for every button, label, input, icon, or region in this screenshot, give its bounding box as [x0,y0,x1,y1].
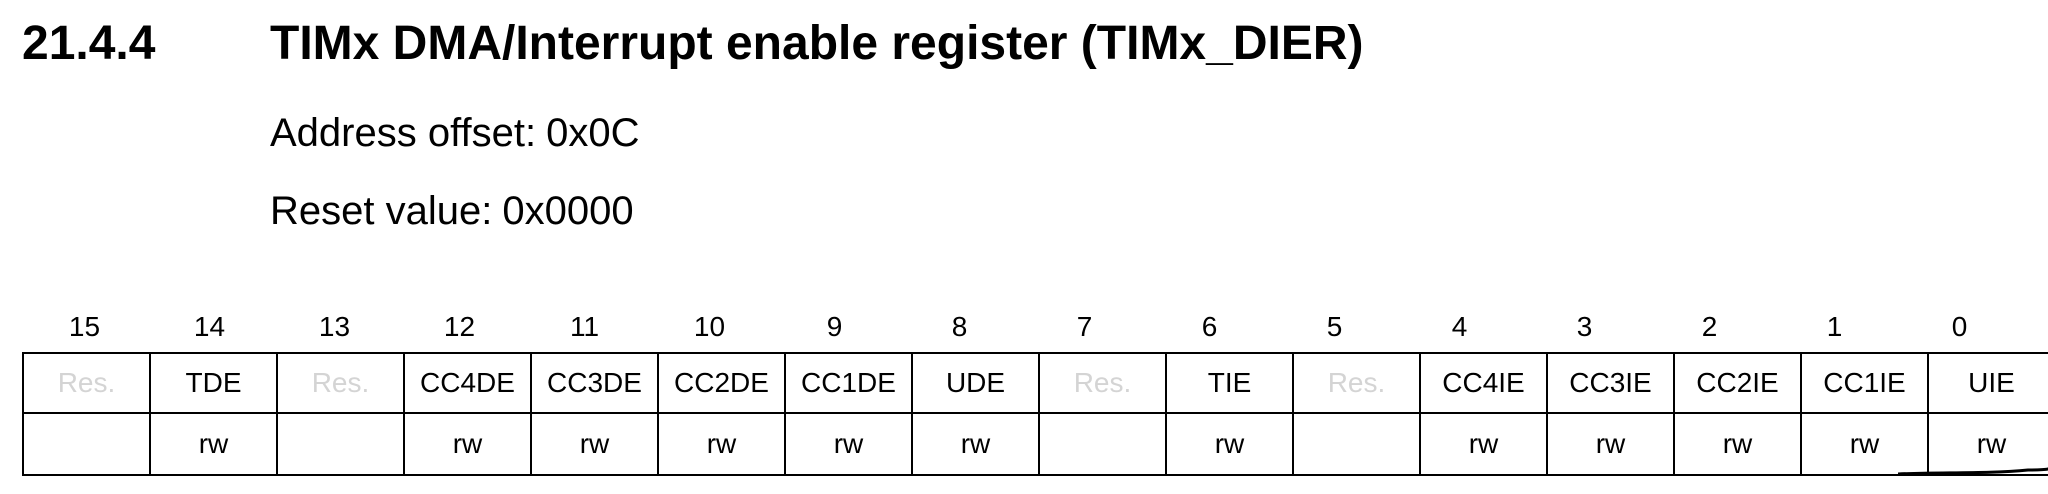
bit-number: 2 [1701,311,1718,342]
field-name-cell: CC2DE [657,352,786,414]
access-cell [1292,412,1421,476]
bit-number: 13 [318,311,351,342]
bit-number: 8 [951,311,968,342]
access-cell: rw [149,412,278,476]
section-title: TIMx DMA/Interrupt enable register (TIMx… [270,17,1364,70]
access-cell: rw [530,412,659,476]
address-offset-value: 0x0C [546,111,640,155]
reset-value-value: 0x0000 [502,189,634,233]
section-number: 21.4.4 [22,17,156,70]
bit-number: 0 [1951,311,1968,342]
field-name-cell: UDE [911,352,1040,414]
bit-number: 7 [1076,311,1093,342]
field-name-cell: CC3IE [1546,352,1675,414]
access-cell: rw [403,412,532,476]
address-offset-line: Address offset:0x0C [270,108,639,158]
access-cell: rw [911,412,1040,476]
reset-value-line: Reset value:0x0000 [270,186,634,236]
bit-number: 10 [693,311,726,342]
field-name-cell: CC4IE [1419,352,1548,414]
access-cell: rw [657,412,786,476]
access-cell: rw [1800,412,1929,476]
access-cell [276,412,405,476]
field-name-cell: CC4DE [403,352,532,414]
field-name-cell: TIE [1165,352,1294,414]
access-cell: rw [1165,412,1294,476]
bit-number: 6 [1201,311,1218,342]
access-cell: rw [1673,412,1802,476]
field-name-cell: CC1IE [1800,352,1929,414]
field-name-cell: TDE [149,352,278,414]
reserved-field-cell: Res. [1292,352,1421,414]
bit-number: 12 [443,311,476,342]
bit-number: 9 [826,311,843,342]
field-name-cell: CC3DE [530,352,659,414]
access-cell: rw [784,412,913,476]
reserved-field-cell: Res. [22,352,151,414]
access-cell: rw [1927,412,2048,476]
access-cell: rw [1419,412,1548,476]
address-offset-label: Address offset: [270,111,537,155]
access-cell [1038,412,1167,476]
bit-number: 1 [1826,311,1843,342]
reserved-field-cell: Res. [276,352,405,414]
access-cell: rw [1546,412,1675,476]
reserved-field-cell: Res. [1038,352,1167,414]
bit-number: 5 [1326,311,1343,342]
bit-number: 3 [1576,311,1593,342]
field-name-cell: CC2IE [1673,352,1802,414]
access-cell [22,412,151,476]
bit-number: 15 [68,311,101,342]
bit-number: 4 [1451,311,1468,342]
reset-value-label: Reset value: [270,189,493,233]
field-name-cell: UIE [1927,352,2048,414]
bit-number: 14 [193,311,226,342]
bit-number: 11 [569,311,600,342]
pen-mark [1898,467,2048,476]
field-name-cell: CC1DE [784,352,913,414]
